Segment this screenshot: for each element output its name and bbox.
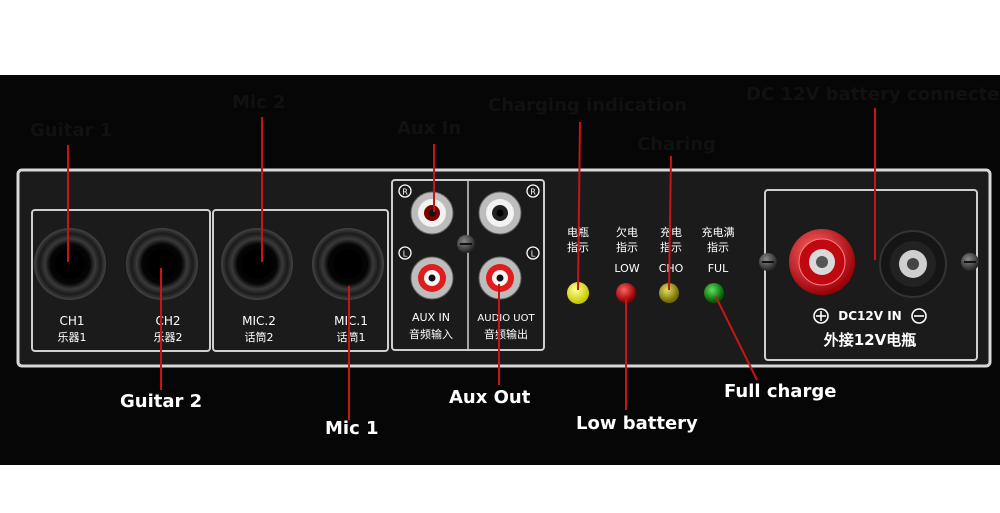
audio-out-panel-label: AUDIO UOT	[477, 313, 535, 324]
audio-out-cn-label: 音频输出	[484, 327, 528, 341]
led-cho-cn2: 指示	[660, 240, 682, 254]
aux-section-box	[391, 179, 545, 351]
led-low-battery	[616, 283, 636, 303]
led-low-cn2: 指示	[616, 240, 638, 254]
aux-in-right-rca[interactable]	[410, 191, 454, 235]
callout-line-fullcharge	[715, 296, 758, 381]
led-ful-label: FUL	[708, 262, 729, 275]
audio-out-left-rca[interactable]	[478, 256, 522, 300]
led-low-label: LOW	[614, 262, 639, 275]
svg-text:L: L	[531, 250, 536, 259]
callout-dc12v-connector: DC 12V battery connecter	[746, 84, 1000, 105]
svg-text:L: L	[403, 250, 408, 259]
audio-out-right-rca[interactable]	[478, 191, 522, 235]
callout-line-charing	[668, 155, 672, 291]
led-low-cn1: 欠电	[616, 225, 638, 239]
aux-in-cn-label: 音频输入	[409, 327, 453, 341]
aux-in-panel-label: AUX IN	[412, 311, 450, 324]
mic1-panel-label: MIC.1	[334, 314, 368, 328]
callout-aux-out: Aux Out	[449, 387, 531, 408]
ch2-label: CH2	[155, 314, 180, 328]
side-screw-right-icon	[961, 253, 979, 271]
mic1-cn-label: 话筒1	[337, 330, 366, 344]
l-mark-right: L	[526, 246, 540, 260]
led-charging	[659, 283, 679, 303]
dc-section-box	[764, 189, 978, 361]
guitar1-jack[interactable]	[34, 228, 106, 300]
plus-symbol-icon	[813, 308, 829, 324]
svg-text:R: R	[402, 188, 408, 197]
mic2-jack[interactable]	[221, 228, 293, 300]
led-full-charge	[704, 283, 724, 303]
callout-full-charge: Full charge	[724, 381, 837, 402]
callout-charging-indication: Charging indication	[488, 95, 687, 116]
center-screw-icon	[457, 235, 475, 253]
callout-aux-in: Aux In	[397, 118, 462, 139]
dc-cn-label: 外接12V电瓶	[823, 331, 916, 349]
led-ful-cn2: 指示	[707, 240, 729, 254]
ch2-cn-label: 乐器2	[154, 331, 183, 344]
callout-low-battery: Low battery	[576, 413, 698, 434]
callout-mic1: Mic 1	[325, 418, 379, 439]
led-ful-cn1: 充电满	[702, 225, 735, 239]
ch1-label: CH1	[59, 314, 84, 328]
l-mark-left: L	[398, 246, 412, 260]
mic2-panel-label: MIC.2	[242, 314, 276, 328]
svg-text:R: R	[530, 188, 536, 197]
callout-guitar2: Guitar 2	[120, 391, 203, 412]
r-mark-right: R	[526, 184, 540, 198]
mic2-cn-label: 话筒2	[245, 330, 274, 344]
ch1-cn-label: 乐器1	[58, 331, 87, 344]
callout-charing: Charing	[637, 134, 716, 155]
dc-input-label: DC12V IN	[838, 309, 901, 323]
led-cho-label: CHO	[659, 262, 684, 275]
instrument-section-box	[31, 209, 211, 352]
side-screw-left-icon	[759, 253, 777, 271]
led-battery-indicator	[567, 282, 589, 304]
callout-line-charging	[577, 121, 581, 291]
mic-section-box	[212, 209, 389, 352]
mic1-jack[interactable]	[312, 228, 384, 300]
minus-symbol-icon	[911, 308, 927, 324]
dc-positive-terminal[interactable]	[789, 229, 855, 295]
aux-in-left-rca[interactable]	[410, 256, 454, 300]
dc-negative-terminal[interactable]	[879, 230, 947, 298]
callout-mic2: Mic 2	[232, 92, 286, 113]
callout-guitar1: Guitar 1	[30, 120, 113, 141]
guitar2-jack[interactable]	[126, 228, 198, 300]
r-mark-left: R	[398, 184, 412, 198]
callout-lines	[67, 108, 876, 420]
led-cho-cn1: 充电	[660, 225, 682, 239]
